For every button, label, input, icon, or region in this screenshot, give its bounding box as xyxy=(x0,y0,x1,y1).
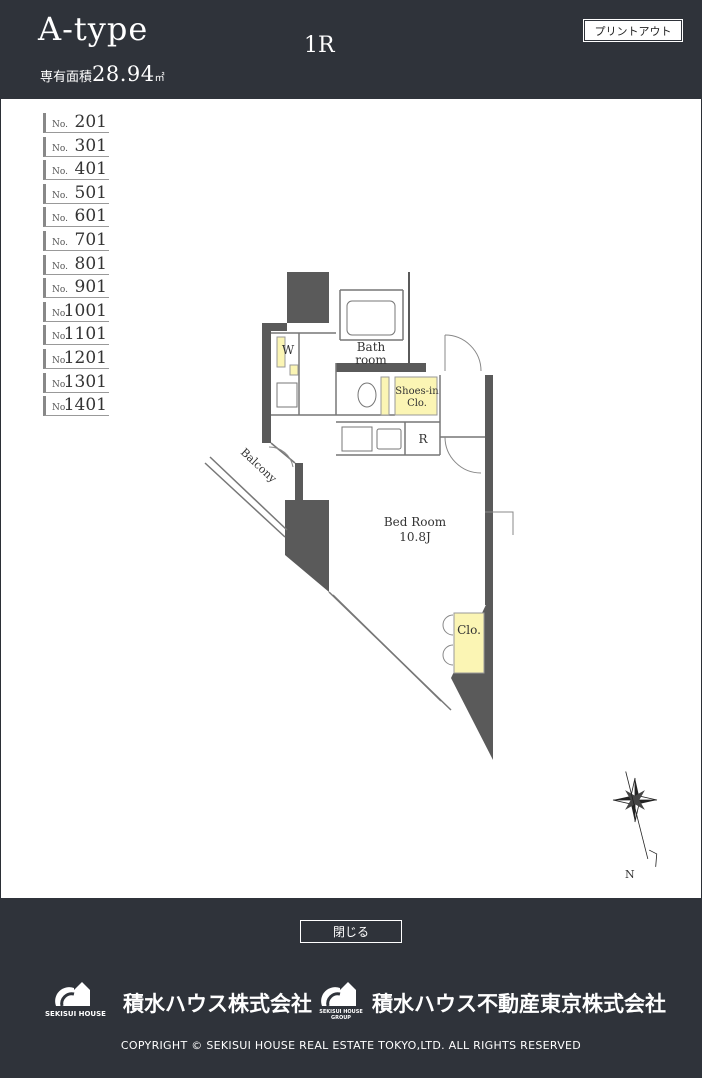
bedroom-size: 10.8J xyxy=(399,530,431,544)
print-button[interactable]: プリントアウト xyxy=(583,19,683,42)
room-number-value: 1001 xyxy=(63,300,107,321)
room-number-item[interactable]: No.1001 xyxy=(43,300,109,322)
area-unit: ㎡ xyxy=(154,73,165,84)
room-number-value: 1401 xyxy=(63,395,107,416)
w-label: W xyxy=(282,343,295,357)
room-number-value: 201 xyxy=(74,112,107,132)
room-number-item[interactable]: No. 301 xyxy=(43,135,109,157)
room-number-prefix: No. xyxy=(52,308,68,319)
logo1-company-name: 積水ハウス株式会社 xyxy=(123,992,312,1016)
copyright-text: COPYRIGHT © SEKISUI HOUSE REAL ESTATE TO… xyxy=(120,1039,582,1052)
sink xyxy=(376,428,402,450)
room-number-value: 901 xyxy=(74,277,107,298)
room-number-item[interactable]: No. 201 xyxy=(43,112,109,133)
floor-plan-walls xyxy=(262,272,493,760)
room-number-prefix: No. xyxy=(52,261,68,272)
bathtub xyxy=(346,300,396,336)
room-number-prefix: No. xyxy=(52,285,68,296)
bedroom-label: Bed Room xyxy=(384,515,447,529)
room-number-value: 601 xyxy=(74,206,107,227)
compass-icon: N xyxy=(612,771,658,881)
room-number-prefix: No. xyxy=(52,214,68,225)
closet-label: Clo. xyxy=(457,623,481,637)
room-number-item[interactable]: No.1201 xyxy=(43,347,109,369)
close-button[interactable]: 閉じる xyxy=(300,920,402,943)
floor-plan: Bath room W Shoes-in Clo. R Balcony Bed … xyxy=(204,272,514,760)
room-number-item[interactable]: No.1101 xyxy=(43,324,109,346)
room-number-value: 1101 xyxy=(63,324,107,345)
area-info: 専有面積28.94㎡ xyxy=(40,62,165,86)
logo1-brand: SEKISUI HOUSE xyxy=(45,1010,106,1018)
room-number-prefix: No. xyxy=(52,120,68,130)
room-number-prefix: No. xyxy=(52,403,68,414)
room-number-prefix: No. xyxy=(52,332,68,343)
room-number-item[interactable]: No. 801 xyxy=(43,253,109,275)
room-number-prefix: No. xyxy=(52,355,68,366)
room-number-value: 401 xyxy=(74,159,107,180)
logo2-company-name: 積水ハウス不動産東京株式会社 xyxy=(372,992,666,1016)
room-number-prefix: No. xyxy=(52,190,68,201)
header: A-type 専有面積28.94㎡ 1R プリントアウト xyxy=(0,0,702,99)
room-number-value: 1301 xyxy=(63,371,107,392)
area-label: 専有面積 xyxy=(40,70,93,85)
footer: 閉じる SEKISUI HOUSE 積水ハウス株式会社 SEKISUI HOUS… xyxy=(0,898,702,1078)
toilet xyxy=(357,382,377,408)
room-number-item[interactable]: No.1401 xyxy=(43,395,109,417)
area-value: 28.94 xyxy=(92,62,155,86)
room-number-prefix: No. xyxy=(52,167,68,178)
floor-plan-lines xyxy=(204,289,485,711)
balcony-label: Balcony xyxy=(238,446,280,486)
washbasin xyxy=(276,382,298,408)
room-number-item[interactable]: No.1301 xyxy=(43,371,109,393)
room-number-value: 801 xyxy=(74,253,107,274)
sekisui-house-group-logo-icon xyxy=(321,982,356,1007)
r-label: R xyxy=(418,432,428,446)
storage-areas xyxy=(276,336,485,674)
shoes-label-1: Shoes-in xyxy=(395,386,439,397)
logo2-brand: SEKISUI HOUSE GROUP xyxy=(319,1009,363,1021)
room-number-prefix: No. xyxy=(52,237,68,248)
compass-north-label: N xyxy=(625,868,635,881)
room-number-item[interactable]: No. 701 xyxy=(43,229,109,251)
type-title: A-type xyxy=(38,10,149,48)
room-number-value: 501 xyxy=(74,182,107,203)
floor-plan-labels: Bath room W Shoes-in Clo. R Balcony Bed … xyxy=(238,340,481,637)
layout-type: 1R xyxy=(304,33,335,58)
room-number-item[interactable]: No. 601 xyxy=(43,206,109,228)
bath-label-2: room xyxy=(355,353,387,367)
bath-label-1: Bath xyxy=(357,340,386,354)
room-number-value: 1201 xyxy=(63,347,107,368)
room-number-item[interactable]: No. 501 xyxy=(43,182,109,204)
room-number-value: 301 xyxy=(74,135,107,156)
room-number-prefix: No. xyxy=(52,143,68,154)
stove xyxy=(341,426,373,452)
room-number-value: 701 xyxy=(74,229,107,250)
doors xyxy=(268,334,514,666)
room-number-item[interactable]: No. 901 xyxy=(43,277,109,299)
room-number-prefix: No. xyxy=(52,379,68,390)
shoes-label-2: Clo. xyxy=(407,398,427,409)
room-number-item[interactable]: No. 401 xyxy=(43,159,109,181)
sekisui-house-logo-icon xyxy=(55,982,90,1007)
